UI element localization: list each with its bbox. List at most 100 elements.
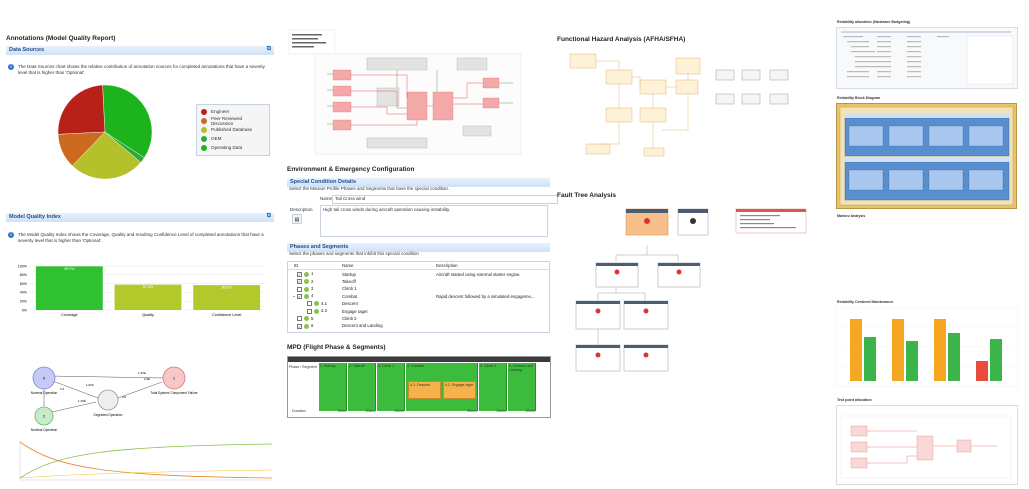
rcm-bar[interactable] bbox=[892, 319, 904, 381]
fault-tree-diagram[interactable] bbox=[570, 207, 820, 377]
phase-id: 5 bbox=[311, 315, 314, 321]
phase-checkbox[interactable] bbox=[297, 323, 302, 329]
bar[interactable] bbox=[193, 285, 261, 310]
rate-label: 2,5E bbox=[144, 377, 150, 381]
rcm-bar[interactable] bbox=[948, 333, 960, 381]
markov-diagram: 0 1 2 Nominal Operation Total System/ Co… bbox=[31, 366, 198, 432]
rcm-bar[interactable] bbox=[990, 339, 1002, 381]
y-tick-label: 0% bbox=[22, 308, 28, 312]
edit-icon[interactable]: ⧉ bbox=[266, 213, 271, 219]
description-label: Description bbox=[290, 207, 313, 212]
bar[interactable] bbox=[35, 266, 103, 310]
mpd-phase-block[interactable]: 3. Climb 1 bbox=[377, 363, 405, 411]
bar[interactable] bbox=[114, 284, 182, 310]
pie-slice[interactable] bbox=[102, 84, 153, 158]
phase-checkbox[interactable] bbox=[307, 301, 312, 307]
col-description: Description bbox=[436, 263, 458, 269]
rate-label: 3.3 bbox=[60, 387, 65, 391]
phase-checkbox[interactable] bbox=[297, 293, 302, 299]
mpd-phase-block[interactable]: 6. Descent and Landing bbox=[508, 363, 536, 411]
rcm-chart bbox=[836, 307, 1018, 387]
phase-description bbox=[434, 300, 549, 307]
phase-id: 1 bbox=[311, 271, 314, 277]
test-point-allocation-thumbnail[interactable] bbox=[836, 405, 1018, 485]
mpd-row-label: Phase / Segment bbox=[289, 365, 317, 369]
name-input[interactable]: Tail Cross wind bbox=[332, 195, 558, 204]
system-diagram-thumbnail[interactable] bbox=[287, 28, 537, 161]
mpd-duration: 10min bbox=[394, 409, 404, 413]
rcm-bar[interactable] bbox=[850, 319, 862, 381]
legend-swatch bbox=[201, 135, 207, 142]
phase-checkbox[interactable] bbox=[307, 308, 312, 314]
edit-icon[interactable]: ⧉ bbox=[266, 46, 271, 52]
mpd-phase-label: 4. Combat bbox=[407, 364, 424, 368]
mpd-duration: 10min bbox=[525, 409, 535, 413]
state-node[interactable] bbox=[34, 406, 54, 426]
phase-icon bbox=[314, 301, 319, 307]
phase-checkbox[interactable] bbox=[297, 316, 302, 322]
fha-diagram[interactable] bbox=[566, 48, 816, 160]
data-label: 56.6% bbox=[222, 286, 233, 290]
phase-checkbox[interactable] bbox=[297, 286, 302, 292]
phase-checkbox[interactable] bbox=[297, 279, 302, 285]
markov-probability-chart bbox=[19, 440, 273, 481]
phase-name: Takeoff bbox=[342, 278, 356, 284]
mpd-duration: 10sec bbox=[365, 409, 375, 413]
allocation-title: Reliability allocation (Hardware Budgeti… bbox=[837, 20, 911, 24]
special-condition-title: Special Condition Details bbox=[290, 179, 357, 185]
legend-swatch bbox=[201, 117, 207, 124]
legend-label: Peer Reviewed Discussion bbox=[210, 115, 243, 126]
pie-slice[interactable] bbox=[72, 131, 142, 180]
info-icon: i bbox=[8, 64, 14, 70]
phase-id: 6 bbox=[311, 323, 314, 329]
phase-description bbox=[434, 285, 549, 292]
rate-label: 1,000 bbox=[86, 383, 94, 387]
rcm-bar[interactable] bbox=[906, 341, 918, 381]
state-node[interactable] bbox=[32, 366, 56, 390]
legend-label: Operating Data bbox=[211, 145, 243, 150]
phases-header: Phases and Segments bbox=[287, 243, 550, 252]
special-condition-header: Special Condition Details bbox=[287, 178, 550, 187]
phase-description: Aircraft started using external starter … bbox=[436, 271, 521, 277]
mpd-phase-block[interactable]: 5. Climb 2 bbox=[479, 363, 507, 411]
pie-slice[interactable] bbox=[57, 84, 106, 135]
phase-name: Engage taget bbox=[342, 308, 368, 314]
mpd-phase-label: 5. Climb 2 bbox=[480, 364, 497, 368]
edit-description-icon[interactable]: ▤ bbox=[292, 214, 302, 224]
allocation-table-thumbnail[interactable] bbox=[836, 27, 1018, 89]
state-node[interactable] bbox=[162, 366, 186, 390]
mpd-segment-block[interactable]: 4.2. Engage taget bbox=[443, 381, 476, 399]
rate-label: 4.5 bbox=[122, 395, 127, 399]
rbd-title: Reliability Block Diagram bbox=[837, 96, 881, 100]
mpd-phase-block[interactable]: 2. Takeoff bbox=[348, 363, 376, 411]
rcm-bar[interactable] bbox=[976, 361, 988, 381]
expand-toggle[interactable]: ⌄ bbox=[292, 293, 296, 299]
mpd-phase-label: 6. Descent and Landing bbox=[509, 364, 534, 372]
phase-id: 4.1 bbox=[321, 300, 327, 306]
phase-name: Startup bbox=[342, 271, 356, 277]
mpd-phase-block[interactable]: 1. Startup bbox=[319, 363, 347, 411]
phase-checkbox[interactable] bbox=[297, 271, 302, 277]
mpd-phase-label: 2. Takeoff bbox=[349, 364, 365, 368]
legend-item: Engineer bbox=[201, 107, 265, 116]
description-textarea[interactable]: High tail cross winds during aircraft op… bbox=[320, 205, 548, 237]
mpd-segment-block[interactable]: 4.1. Descent bbox=[408, 381, 441, 399]
rcm-bar[interactable] bbox=[864, 337, 876, 381]
phase-row[interactable]: 1 Startup Aircraft started using external … bbox=[288, 270, 549, 278]
rbd-thumbnail[interactable] bbox=[836, 103, 1017, 209]
annotations-title: Annotations (Model Quality Report) bbox=[6, 35, 116, 42]
state-node[interactable] bbox=[97, 389, 119, 411]
category-label: Quality bbox=[142, 313, 154, 317]
rcm-bar[interactable] bbox=[934, 319, 946, 381]
rate-label: 1,25E bbox=[138, 371, 146, 375]
